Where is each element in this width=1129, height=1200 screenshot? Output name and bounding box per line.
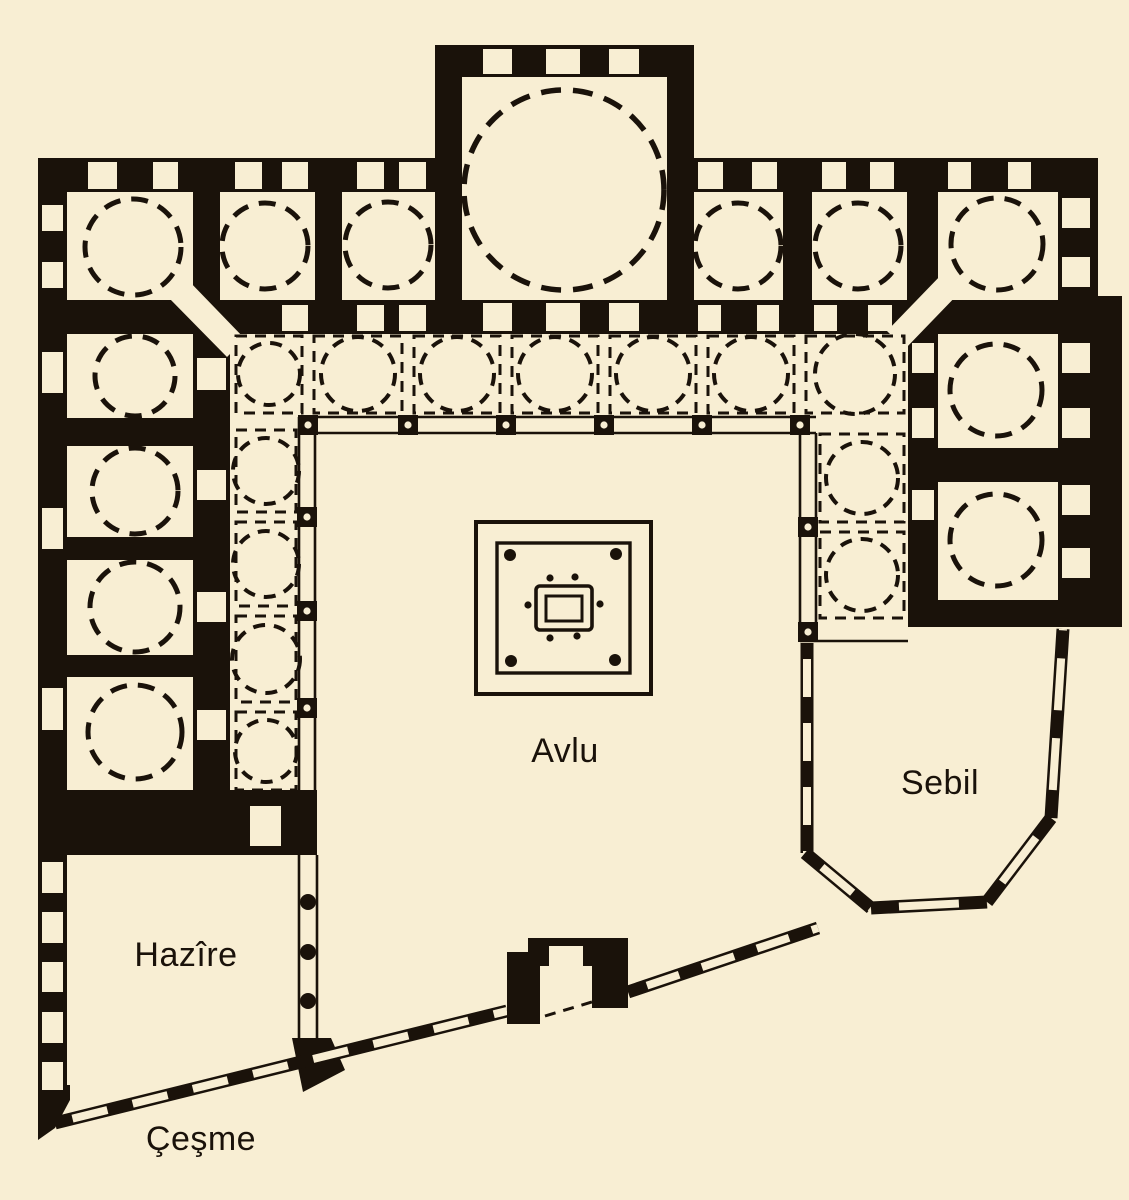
dershane-dome	[461, 87, 667, 293]
labels: Avlu Sebil Hazîre Çeşme	[134, 732, 979, 1158]
label-hazire: Hazîre	[134, 936, 237, 974]
label-sebil: Sebil	[901, 764, 979, 802]
gate	[507, 938, 628, 1024]
sadirvan-fountain	[474, 520, 653, 696]
dome-circles	[82, 87, 1046, 782]
gate-threshold-dashes	[544, 997, 603, 1018]
label-avlu: Avlu	[531, 732, 599, 770]
label-cesme: Çeşme	[146, 1120, 256, 1158]
column-blocks	[297, 415, 818, 718]
cesme-wall	[53, 921, 821, 1130]
sebil-walls	[800, 628, 1070, 915]
arcade-bays	[230, 332, 906, 792]
window-openings	[42, 49, 1090, 1090]
colonnade	[297, 415, 908, 792]
